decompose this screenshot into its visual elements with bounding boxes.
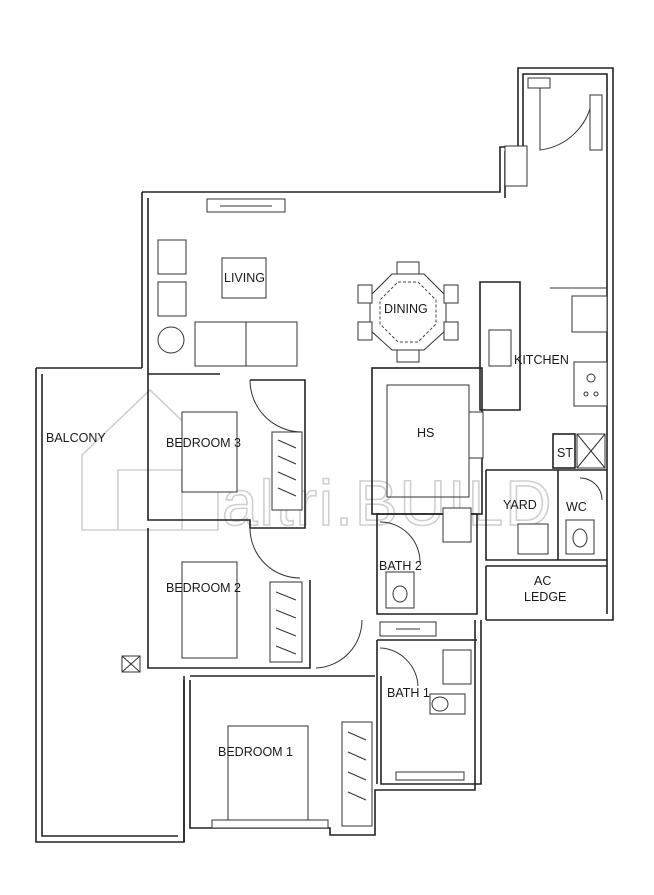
bedroom-2-label: BEDROOM 2 — [166, 581, 241, 595]
bedroom-1-label: BEDROOM 1 — [218, 745, 293, 759]
kitchen-label: KITCHEN — [514, 353, 569, 367]
kitchen-area: KITCHEN — [479, 281, 608, 411]
ac-ledge: AC LEDGE — [485, 565, 607, 620]
bath-1: BATH 1 — [376, 639, 477, 784]
balcony: BALCONY — [46, 431, 141, 673]
yard-wc: YARD WC — [485, 469, 607, 561]
yard-label: YARD — [503, 498, 537, 512]
bedroom-3-label: BEDROOM 3 — [166, 436, 241, 450]
bath-1-label: BATH 1 — [387, 686, 430, 700]
ac-ledge-label-2: LEDGE — [524, 590, 566, 604]
st-label: ST — [557, 446, 573, 460]
wc-label: WC — [566, 500, 587, 514]
balcony-label: BALCONY — [46, 431, 106, 445]
living-area: LIVING — [157, 239, 298, 367]
entrance-door — [504, 77, 603, 187]
dining-area: DINING — [357, 261, 459, 363]
dining-label: DINING — [384, 302, 428, 316]
ac-ledge-label-1: AC — [534, 574, 551, 588]
outer-walls — [35, 67, 614, 843]
store-room: ST — [552, 433, 606, 469]
bath-2: BATH 2 — [376, 507, 478, 637]
bedroom-1: BEDROOM 1 — [211, 721, 373, 829]
bath-2-label: BATH 2 — [379, 559, 422, 573]
hs-label: HS — [417, 426, 434, 440]
bedroom-2: BEDROOM 2 — [147, 527, 363, 669]
living-label: LIVING — [224, 271, 265, 285]
